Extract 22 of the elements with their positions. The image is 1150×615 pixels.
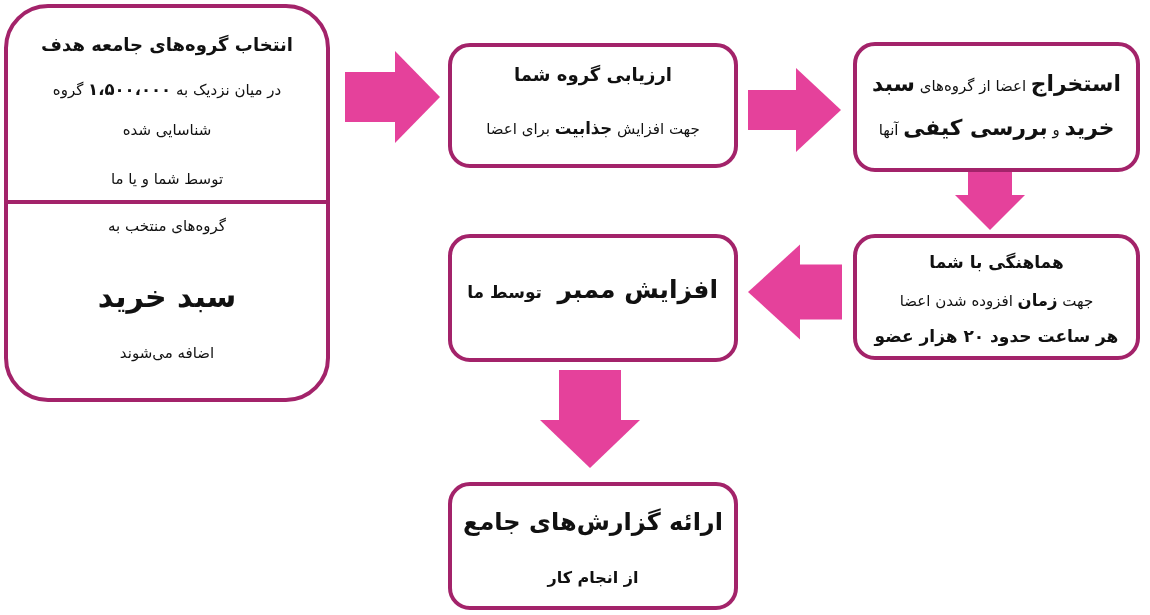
box-text: توسط شما و یا ما <box>110 169 224 190</box>
process-box <box>4 4 330 402</box>
box-heading: هماهنگی با شما <box>929 251 1064 274</box>
box-text: در میان نزدیک به ۱،۵۰۰،۰۰۰ گروه شناسایی شده <box>51 79 283 141</box>
box-text: جهت افزایش جذابیت برای اعضا <box>486 118 700 140</box>
box-text: اضافه می‌شوند <box>119 343 215 364</box>
box-heading: افزایش ممبر <box>557 274 718 307</box>
process-box <box>448 234 738 362</box>
process-box <box>448 43 738 168</box>
process-box <box>448 482 738 610</box>
process-box <box>853 42 1140 172</box>
box-text: جهت زمان افزوده شدن اعضا <box>899 290 1094 312</box>
box-text: استخراج اعضا از گروه‌های سبد خرید و بررسی کیفی آنها <box>871 70 1122 142</box>
box-heading: ارزیابی گروه شما <box>514 63 672 88</box>
box-heading: انتخاب گروه‌های جامعه هدف <box>41 33 293 58</box>
box-heading: ارائه گزارش‌های جامع <box>463 507 723 538</box>
box-text: توسط ما <box>467 281 542 304</box>
box-text: گروه‌های منتخب به <box>108 216 226 237</box>
box-text: از انجام کار <box>547 567 639 589</box>
box-heading: سبد خرید <box>97 278 237 316</box>
process-box <box>853 234 1140 360</box>
box-text: هر ساعت حدود ۲۰ هزار عضو <box>874 325 1119 349</box>
